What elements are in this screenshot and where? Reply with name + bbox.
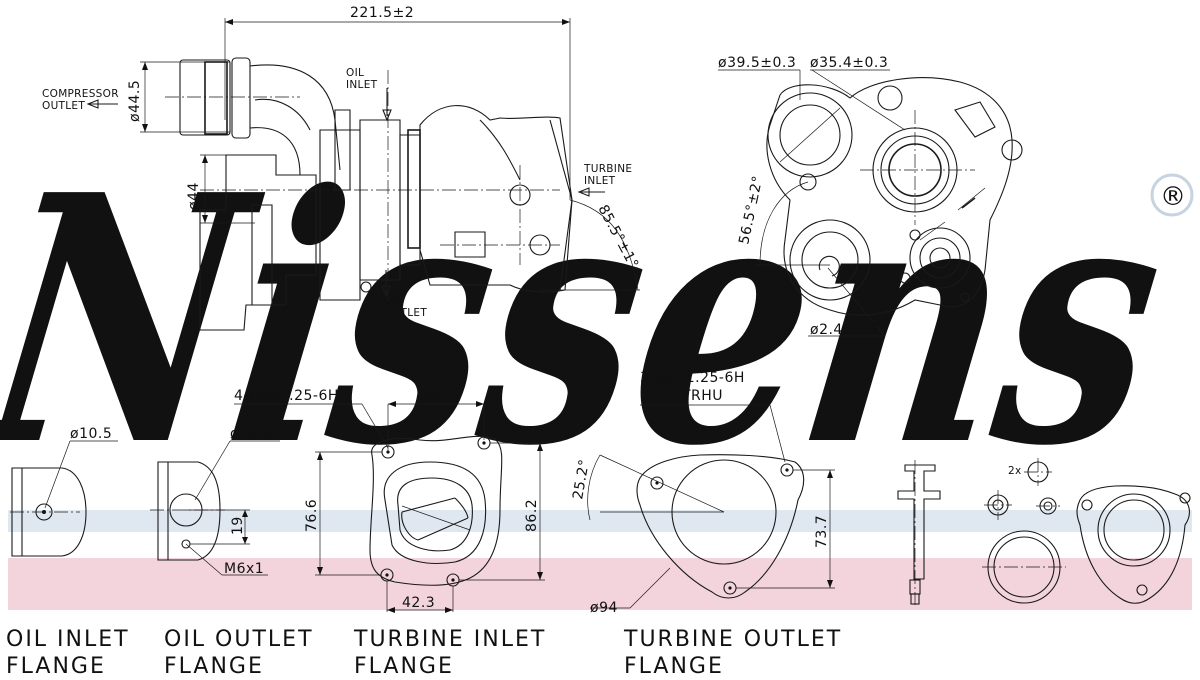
brand-watermark: Nissens <box>0 121 1183 521</box>
oil-inlet-caption-1: OIL INLET <box>6 627 130 652</box>
oil-inlet-label-1: OIL <box>346 67 364 79</box>
overall-length-dim: 221.5±2 <box>350 5 414 21</box>
end-pin-dia: ø2.4±0.3 <box>810 322 879 338</box>
turbine-outlet-caption-1: TURBINE OUTLET <box>623 627 842 652</box>
turbine-inlet-thread: 4-M8x1.25-6H <box>234 388 339 404</box>
turbine-inlet-height-left: 76.6 <box>304 499 320 532</box>
end-dia-1: ø39.5±0.3 <box>718 55 796 71</box>
oil-inlet-dia: ø10.5 <box>70 426 112 442</box>
turbine-outlet-dia: ø94 <box>590 600 618 616</box>
oil-outlet-offset: 19 <box>230 516 246 535</box>
oil-outlet-flange: ø18.6 19 M6x1 OIL OUTLET FLANGE <box>150 426 314 679</box>
compressor-outlet-label-2: OUTLET <box>42 100 85 112</box>
oil-inlet-arrow <box>382 88 392 122</box>
compressor-outlet-label-1: COMPRESSOR <box>42 88 119 100</box>
oil-outlet-label-2: OUTLET <box>384 307 427 319</box>
oil-outlet-caption-1: OIL OUTLET <box>164 627 314 652</box>
turbine-inlet-flange: 4-M8x1.25-6H 58.2 76.6 86.2 42.3 TURBIN <box>234 388 546 679</box>
oil-outlet-thread: M6x1 <box>224 561 264 577</box>
oil-outlet-label-1: OIL <box>384 295 402 307</box>
small-views-2x: 2x <box>1008 465 1022 477</box>
turbine-outlet-angle: 25.2° <box>570 458 593 501</box>
turbine-outlet-height: 73.7 <box>814 515 830 548</box>
oil-outlet-dia: ø18.6 <box>230 426 272 442</box>
end-dia-2: ø35.4±0.3 <box>810 55 888 71</box>
turbine-inlet-label-2: INLET <box>584 175 616 187</box>
registered-mark: ® <box>1160 182 1186 212</box>
small-views: 2x <box>897 458 1191 605</box>
turbine-inlet-label-1: TURBINE <box>583 163 632 175</box>
turbine-inlet-caption-2: FLANGE <box>354 654 454 679</box>
blue-band <box>8 510 1192 532</box>
compressor-outlet-dia: ø44.5 <box>127 80 143 122</box>
oil-inlet-label-2: INLET <box>346 79 378 91</box>
oil-inlet-caption-2: FLANGE <box>6 654 106 679</box>
compressor-outlet-arrow <box>86 99 118 109</box>
oil-inlet-flange: ø10.5 OIL INLET FLANGE <box>6 426 130 679</box>
turbine-outlet-thread: 3-M8x1.25-6H <box>640 370 745 386</box>
oil-outlet-arrow <box>381 270 391 298</box>
housing-diameter-dim: ø44 <box>186 182 202 210</box>
turbine-outlet-flange: 3-M8x1.25-6H TRHU 25.2° 73.7 ø94 TURBINE… <box>570 370 842 679</box>
watermark: Nissens ® <box>0 121 1194 610</box>
turbine-outlet-thread-note: TRHU <box>681 388 723 404</box>
turbine-inlet-height-right: 86.2 <box>524 499 540 532</box>
oil-outlet-caption-2: FLANGE <box>164 654 264 679</box>
turbine-outlet-caption-2: FLANGE <box>624 654 724 679</box>
turbine-inlet-arrow <box>577 187 605 197</box>
turbine-inlet-width-bottom: 42.3 <box>402 595 435 611</box>
registered-circle <box>1150 173 1194 217</box>
turbine-inlet-caption-1: TURBINE INLET <box>353 627 546 652</box>
turbine-inlet-width-top: 58.2 <box>420 388 453 404</box>
